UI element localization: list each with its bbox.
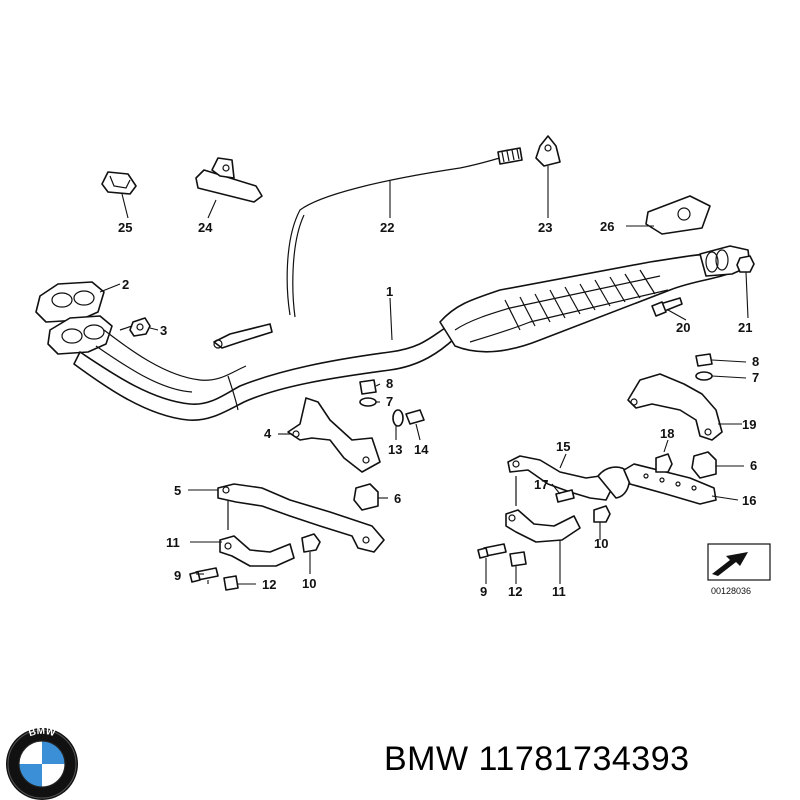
bolt-part-20 — [651, 297, 683, 317]
bracket-part-11 — [219, 535, 295, 567]
callout-10-left: 10 — [302, 576, 316, 591]
callout-8-right: 8 — [752, 354, 759, 369]
clip-part-24 — [195, 157, 263, 203]
catalytic-converter — [439, 245, 751, 353]
washer-part-7 — [359, 397, 377, 407]
washer-part-13 — [392, 409, 404, 427]
callout-6-right: 6 — [750, 458, 757, 473]
bracket-part-4 — [287, 397, 381, 473]
callout-19: 19 — [742, 417, 756, 432]
callout-10-right: 10 — [594, 536, 608, 551]
bolt-part-9b — [477, 543, 507, 559]
bolt-part-14 — [405, 409, 425, 425]
callout-11-left: 11 — [166, 535, 180, 550]
callout-12-right: 12 — [508, 584, 522, 599]
nut-part-21 — [736, 255, 755, 273]
bracket-part-23 — [535, 135, 561, 167]
callout-13: 13 — [388, 442, 402, 457]
callout-23: 23 — [538, 220, 552, 235]
callout-22: 22 — [380, 220, 394, 235]
bracket-part-15 — [507, 455, 631, 501]
callout-4: 4 — [264, 426, 272, 441]
nut-part-12 — [223, 575, 239, 591]
callout-9-right: 9 — [480, 584, 487, 599]
rubber-part-10 — [301, 533, 321, 553]
bracket-part-5 — [217, 483, 385, 553]
rubber-mount-part-6b — [691, 451, 717, 479]
rubber-mount-part-8b — [695, 353, 713, 367]
callout-24: 24 — [198, 220, 213, 235]
callout-21: 21 — [738, 320, 752, 335]
callout-25: 25 — [118, 220, 132, 235]
callout-1: 1 — [386, 284, 393, 299]
logo-text: BMW — [27, 726, 56, 739]
callout-3: 3 — [160, 323, 167, 338]
heat-shield-part-26 — [645, 195, 711, 235]
rubber-part-18 — [655, 453, 673, 473]
callout-6-left: 6 — [394, 491, 401, 506]
callout-26: 26 — [600, 219, 614, 234]
callout-5: 5 — [174, 483, 181, 498]
callout-9-left: 9 — [174, 568, 181, 583]
nut-part-3 — [129, 317, 151, 337]
part-number-caption: BMW 11781734393 — [384, 740, 690, 778]
callout-18: 18 — [660, 426, 674, 441]
callout-14: 14 — [414, 442, 429, 457]
callout-8-left: 8 — [386, 376, 393, 391]
callout-17: 17 — [534, 477, 548, 492]
callout-2: 2 — [122, 277, 129, 292]
manifold-gasket-part-2 — [35, 281, 113, 355]
rubber-part-10b — [593, 505, 611, 523]
bolt-part-9 — [189, 567, 219, 583]
bracket-part-11b — [505, 476, 581, 543]
nut-part-12b — [509, 551, 527, 567]
svg-text:BMW: BMW — [27, 726, 56, 739]
clip-part-25 — [101, 171, 137, 195]
callout-labels: 2 3 1 4 5 6 6 7 7 8 8 9 9 10 10 11 11 12… — [118, 219, 759, 599]
callout-16: 16 — [742, 493, 756, 508]
callout-20: 20 — [676, 320, 690, 335]
oxygen-sensor-part-22 — [213, 147, 523, 349]
callout-12-left: 12 — [262, 577, 276, 592]
rubber-mount-part-8 — [359, 379, 377, 395]
callout-15: 15 — [556, 439, 570, 454]
callout-7-right: 7 — [752, 370, 759, 385]
bracket-part-16 — [623, 463, 717, 505]
washer-part-7b — [695, 371, 713, 381]
bolt-part-17 — [555, 489, 575, 503]
reference-code: 00128036 — [711, 586, 751, 596]
leader-lines — [99, 166, 749, 585]
callout-11-right: 11 — [552, 584, 566, 599]
rubber-mount-part-6 — [353, 483, 379, 511]
callout-7-left: 7 — [386, 394, 393, 409]
front-pipe-part-1 — [73, 325, 456, 421]
bracket-part-19 — [627, 373, 723, 441]
reference-box: 00128036 — [707, 543, 771, 596]
bmw-logo: BMW — [6, 726, 78, 800]
